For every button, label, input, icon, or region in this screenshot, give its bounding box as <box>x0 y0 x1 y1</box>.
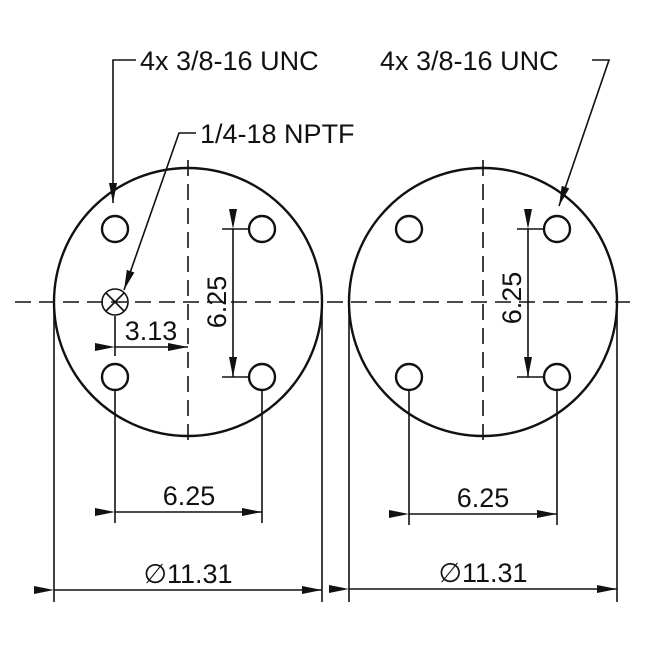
bolt-hole <box>542 214 572 244</box>
bolt-callout-leader <box>558 59 611 207</box>
right-view: 4x 3/8-16 UNC 6.25 6.25 ∅11.31 <box>329 46 619 602</box>
bolt-callout: 4x 3/8-16 UNC <box>140 46 319 76</box>
horizontal-spacing-dim: 6.25 <box>163 481 216 511</box>
vertical-spacing-dim: 6.25 <box>202 276 232 329</box>
bolt-hole <box>247 214 277 244</box>
diameter-dim: ∅11.31 <box>438 558 527 588</box>
bolt-hole <box>394 214 424 244</box>
port-callout: 1/4-18 NPTF <box>200 119 355 149</box>
diameter-dim: ∅11.31 <box>143 559 232 589</box>
bolt-callout: 4x 3/8-16 UNC <box>380 46 559 76</box>
bolt-hole <box>247 362 277 392</box>
bolt-hole <box>542 362 572 392</box>
air-port-icon <box>101 288 129 316</box>
bolt-callout-leader <box>109 59 136 203</box>
vertical-spacing-dim: 6.25 <box>497 272 527 325</box>
port-callout-leader <box>123 132 196 291</box>
bolt-hole <box>100 362 130 392</box>
bolt-hole <box>394 362 424 392</box>
horizontal-spacing-dim: 6.25 <box>457 483 510 513</box>
left-view: 4x 3/8-16 UNC 1/4-18 NPTF 3.13 6.25 6.25… <box>34 46 355 602</box>
bolt-hole <box>100 214 130 244</box>
port-offset-dim: 3.13 <box>125 316 178 346</box>
